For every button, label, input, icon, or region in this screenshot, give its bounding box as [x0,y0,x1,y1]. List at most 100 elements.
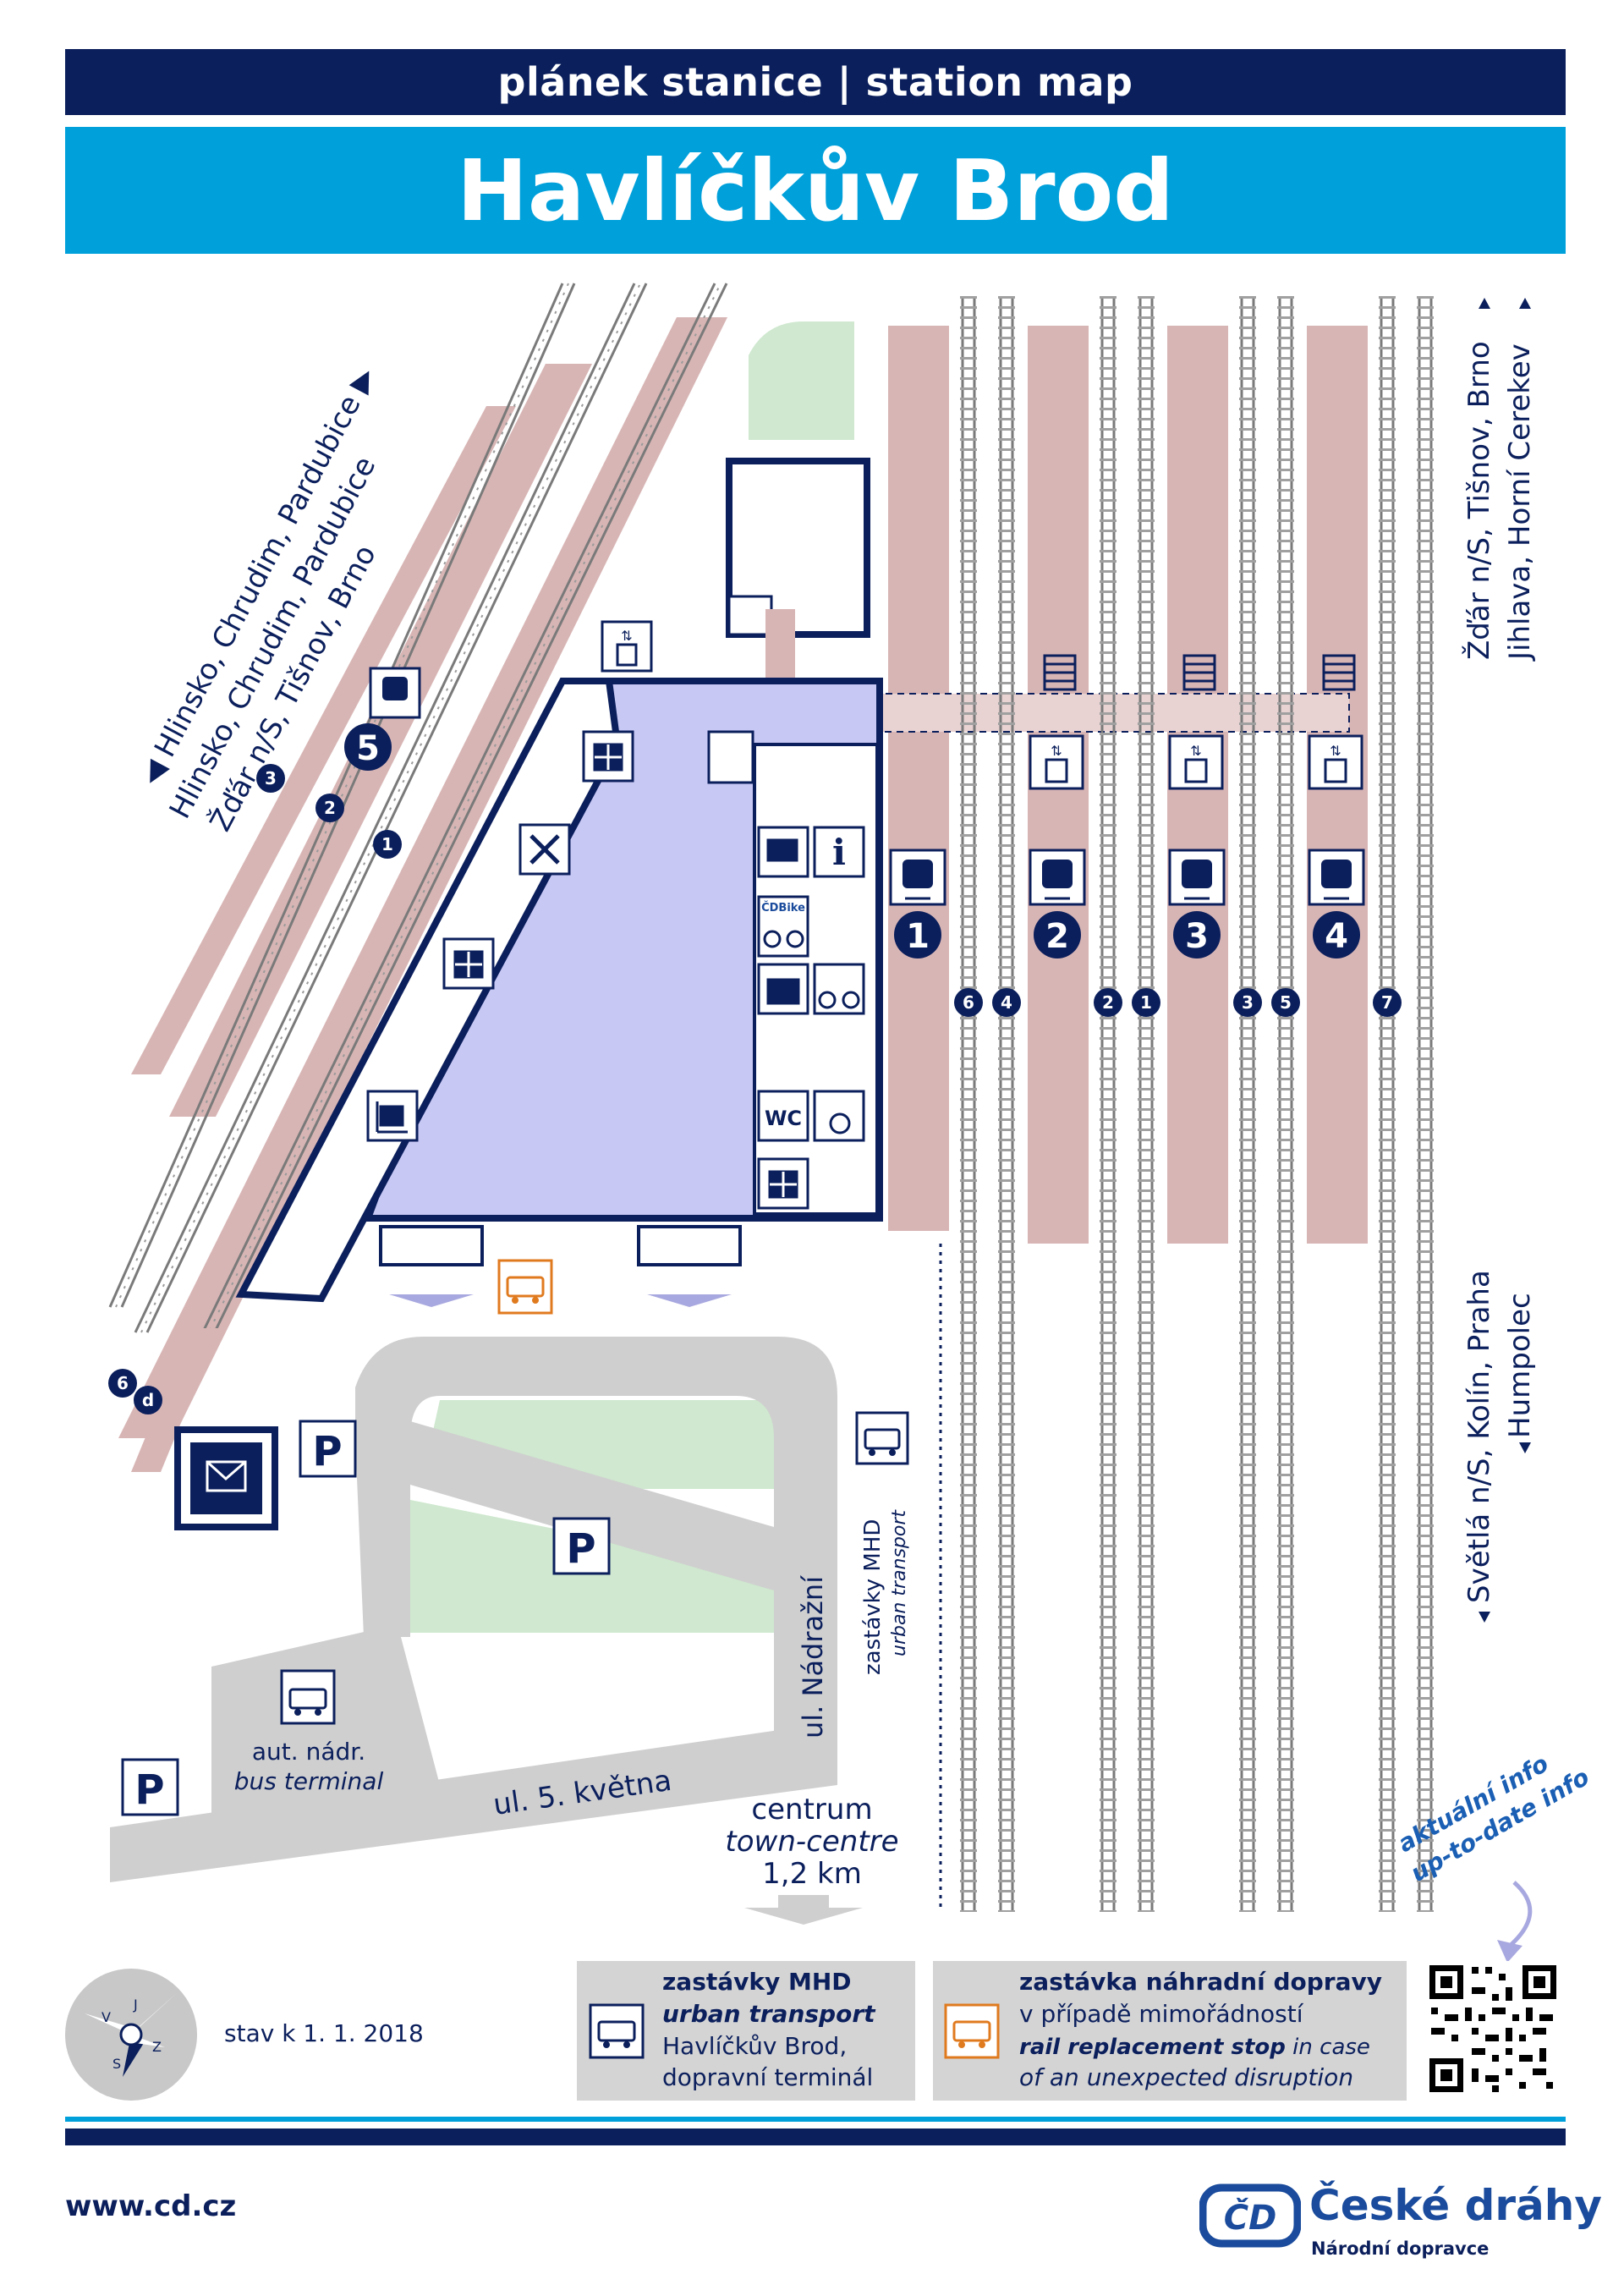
mhd-stop-icon [855,1411,909,1465]
ticket-icon [757,826,809,878]
gift-shop-icon [757,1157,809,1210]
road-loop [355,1337,837,1751]
station-title: Havlíčkův Brod [65,127,1566,254]
status-date: stav k 1. 1. 2018 [224,2019,424,2047]
street-nadrazni: ul. Nádražní [797,1575,829,1738]
restaurant-icon [518,823,571,876]
lift-icon: ⇅ [1308,734,1363,790]
lift-icons: ⇅ ⇅ ⇅ ⇅ [601,620,1363,790]
legend-mhd-title: zastávky MHD [662,1968,852,1996]
svg-text:4: 4 [1001,992,1012,1013]
up-to-date-arrowhead [1497,1940,1522,1963]
qr-code[interactable] [1425,1961,1561,2096]
stairs-inside [707,730,754,784]
svg-text:ČD: ČD [1224,2196,1277,2238]
website-link[interactable]: www.cd.cz [65,2189,237,2223]
gift-shop-icon [442,937,495,990]
wheelchair-icon [813,1090,865,1142]
direction-arrows [1479,298,1531,1623]
info-letter: i [832,832,846,873]
header-subtitle: plánek stanice | station map [65,49,1566,115]
platform-left-outer [131,406,516,1074]
track-numbers: 6 4 2 1 3 5 7 3 2 1 6 d [108,764,1402,1414]
gift-shop-icon [582,730,634,783]
parking-sign-bottom: P [121,1758,179,1816]
legend-mhd-line4: dopravní terminál [662,2063,873,2091]
train-icon [1168,849,1226,906]
svg-text:d: d [142,1390,154,1410]
footer-divider-cyan [65,2117,1566,2122]
direction-right-bottom-1: Světlá n/S, Kolín, Praha [1462,1270,1496,1603]
legend-replacement-icon [944,2003,1000,2059]
platform-4-label: 4 [1325,917,1348,956]
train-icon [1308,849,1365,906]
svg-text:2: 2 [1102,992,1114,1013]
centre-label-2: town-centre [725,1825,898,1859]
platform-3-label: 3 [1185,917,1209,956]
legend-replacement-title: zastávka náhradní dopravy [1019,1968,1382,1996]
road-diagonal [410,1421,774,1590]
platform-1-label: 1 [906,917,930,956]
cd-logo-name: České dráhy [1309,2181,1602,2230]
wc-icon [757,1090,809,1142]
stairs-icon [1322,654,1356,691]
parking-sign-top: P [299,1420,357,1478]
svg-text:⇅: ⇅ [621,628,632,644]
cdbike-icon [757,895,809,958]
exit-right [637,1225,742,1307]
svg-text:V: V [102,2009,111,2025]
stairs-top [727,595,773,636]
legend-mhd-sub: urban transport [662,2000,876,2028]
direction-right-bottom-2: Humpolec [1503,1293,1537,1438]
up-to-date-arrow [1508,1881,1533,1947]
direction-right-top-2: Jihlava, Horní Cerekev [1503,343,1537,662]
train-icon [889,849,946,906]
centre-label-3: 1,2 km [762,1857,862,1891]
svg-text:3: 3 [265,768,277,788]
centre-label-1: centrum [751,1793,872,1826]
exit-left [379,1225,484,1307]
svg-text:⇅: ⇅ [1330,743,1341,759]
svg-text:1: 1 [1140,992,1152,1013]
post-office [174,1426,278,1530]
svg-text:6: 6 [963,992,974,1013]
replacement-bus-stop-icon [497,1259,553,1315]
train-icon [369,667,421,719]
green-area-middle [431,1400,787,1489]
luggage-trolley-icon [366,1090,419,1142]
stairs-icon [1182,654,1216,691]
legend-mhd-line3: Havlíčkův Brod, [662,2032,847,2060]
cd-logo: ČD České dráhy Národní dopravce [1199,2172,1602,2274]
stairs-icon [1043,654,1077,691]
road-to-centre [744,1895,863,1925]
train-icon [1029,849,1086,906]
legend-replacement-line4: of an unexpected disruption [1019,2063,1353,2091]
mhd-stop-label-1: zastávky MHD [860,1519,886,1675]
station-forecourt-platform [118,317,727,1438]
svg-text:3: 3 [1242,992,1254,1013]
info-icon [813,826,865,878]
cd-logo-mark: ČD [1199,2183,1301,2248]
lift-icon: ⇅ [1029,734,1084,790]
svg-text:6: 6 [117,1373,129,1393]
svg-text:Z: Z [152,2039,162,2055]
platform-1 [888,326,949,1231]
left-track-ties [115,283,721,1359]
svg-text:P: P [134,1766,164,1814]
cd-logo-subtitle: Národní dopravce [1311,2238,1490,2259]
service-icons [366,730,865,1210]
direction-right-top-1: Žďár n/S, Tišnov, Brno [1462,341,1496,660]
svg-text:⇅: ⇅ [1190,743,1201,759]
lift-icon: ⇅ [1168,734,1224,790]
parking-sign-middle: P [552,1517,611,1575]
svg-text:P: P [566,1525,595,1573]
bus-terminal-label-2: bus terminal [234,1767,384,1795]
svg-text:J: J [133,1997,138,2013]
bike-rent-icon [813,963,865,1015]
platform-left-bottom-ext [131,1328,220,1472]
green-area-top [749,321,854,440]
footer-divider-navy [65,2128,1566,2145]
svg-text:P: P [312,1428,342,1475]
svg-text:7: 7 [1381,992,1393,1013]
platform-numbers: 1 2 3 4 5 [344,723,1360,958]
